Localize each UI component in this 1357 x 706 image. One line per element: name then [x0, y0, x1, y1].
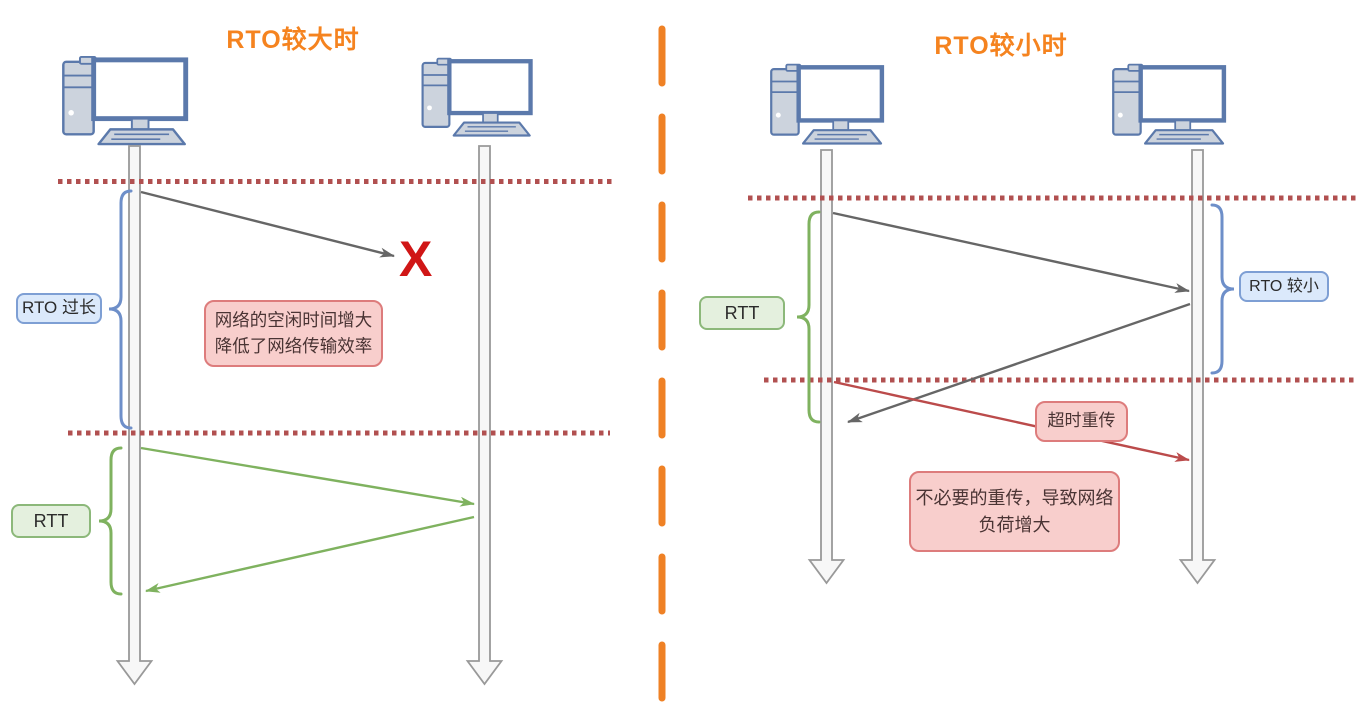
- note-line: 不必要的重传，导致网络: [915, 488, 1114, 509]
- rto-too-long-label: RTO 过长: [16, 293, 102, 324]
- ack-return-arrow: [145, 515, 475, 593]
- right-note-box: 不必要的重传，导致网络 负荷增大: [909, 471, 1120, 552]
- data-send-arrow: [832, 211, 1190, 293]
- timeout-retransmit-label: 超时重传: [1035, 401, 1128, 442]
- timeline-arrow: [465, 145, 504, 686]
- rtt-label: RTT: [699, 296, 785, 330]
- timeline-arrow: [1178, 149, 1217, 585]
- right-panel-title: RTO较小时: [934, 32, 1068, 60]
- retransmit-arrow: [833, 380, 1190, 462]
- rto-brace: [108, 189, 133, 430]
- note-line: 降低了网络传输效率: [214, 335, 373, 356]
- data-send-arrow: [140, 190, 395, 258]
- left-note-box: 网络的空闲时间增大 降低了网络传输效率: [204, 300, 383, 367]
- timeline-arrow: [115, 145, 154, 686]
- rto-brace: [1210, 203, 1235, 375]
- rtt-brace: [796, 210, 821, 424]
- note-line: 网络的空闲时间增大: [214, 310, 373, 331]
- rtt-brace: [98, 446, 123, 596]
- rto-small-label: RTO 较小: [1239, 271, 1329, 302]
- ack-send-arrow: [140, 446, 475, 507]
- timeline-arrow: [807, 149, 846, 585]
- packet-lost-x-mark: X: [399, 231, 433, 287]
- ack-return-arrow: [847, 302, 1191, 424]
- note-line: 负荷增大: [978, 514, 1051, 535]
- left-panel-title: RTO较大时: [226, 26, 360, 54]
- rtt-label: RTT: [11, 504, 91, 538]
